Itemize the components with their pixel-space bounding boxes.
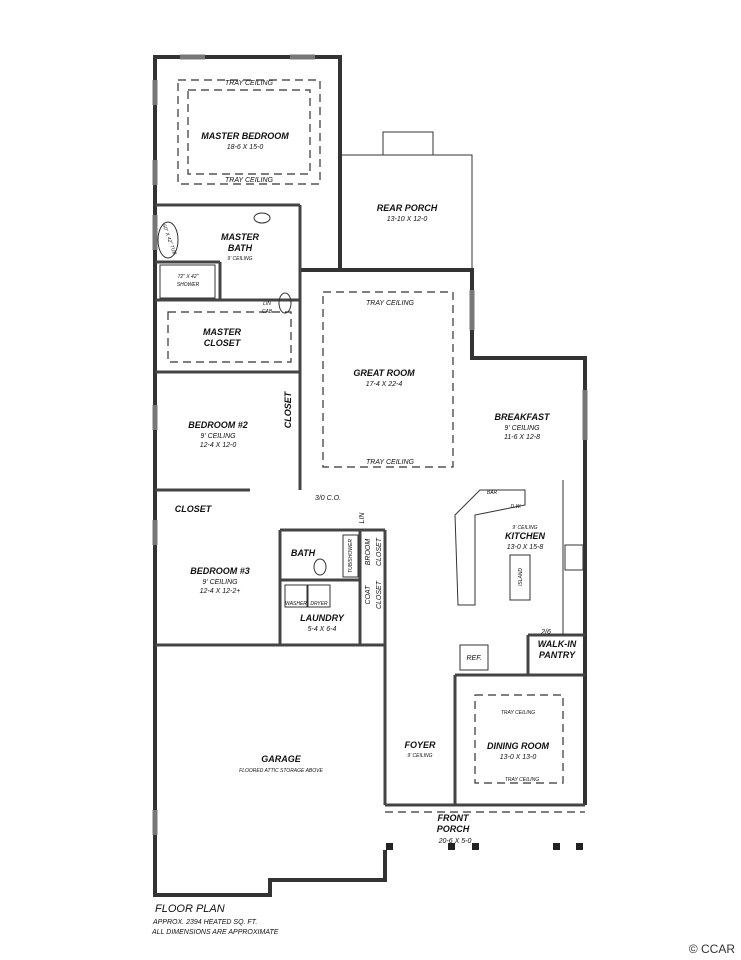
room-label: BEDROOM #3	[190, 566, 250, 576]
room-label: KITCHEN	[505, 531, 545, 541]
interior-walls	[155, 203, 585, 807]
room-label: LAUNDRY	[300, 613, 345, 623]
room-label: 13-0 X 13-0	[500, 754, 537, 761]
room-label: TRAY CEILING	[366, 300, 415, 307]
tray-ceiling-dining	[474, 694, 564, 784]
kitchen-bar-counter	[454, 489, 526, 606]
room-label: 9' CEILING	[407, 753, 432, 759]
room-label: MASTER	[203, 327, 242, 337]
room-label: DRYER	[310, 601, 328, 607]
exterior-walls	[152, 54, 588, 897]
room-label: CLOSET	[175, 504, 213, 514]
room-label: BAR	[487, 490, 498, 496]
room-label: TRAY CEILING	[225, 80, 274, 87]
room-label: WASHER	[285, 601, 307, 607]
room-label: 9' CEILING	[200, 433, 236, 440]
room-label: COAT	[365, 585, 372, 605]
room-label: BATH	[228, 243, 253, 253]
tray-ceiling-master	[177, 79, 321, 185]
room-label: 12-4 X 12-2+	[200, 588, 241, 595]
room-label: REAR PORCH	[377, 203, 438, 213]
tub-icon	[157, 221, 179, 259]
room-label: 2/6	[540, 629, 551, 636]
tub-shower-icon	[342, 534, 359, 578]
room-label: 18-6 X 15-0	[227, 144, 264, 151]
room-label: 9' CEILING	[504, 425, 540, 432]
room-label: PANTRY	[539, 650, 576, 660]
legend-note: ALL DIMENSIONS ARE APPROXIMATE	[151, 929, 279, 936]
room-label: TRAY CEILING	[366, 459, 415, 466]
tray-ceiling-great-room	[322, 291, 454, 468]
room-label: GREAT ROOM	[353, 368, 415, 378]
toilet-icon	[278, 292, 292, 314]
room-label: BROOM	[365, 539, 372, 566]
legend-area: APPROX. 2394 HEATED SQ. FT.	[152, 919, 257, 926]
room-label: CLOSET	[204, 338, 242, 348]
room-label: CAB	[262, 309, 273, 315]
room-label: BATH	[291, 548, 316, 558]
room-label: TRAY CEILING	[225, 177, 274, 184]
room-label: CLOSET	[376, 580, 383, 609]
room-label: TUB/SHOWER	[348, 539, 354, 573]
room-label: LIN	[359, 512, 366, 524]
room-label: BREAKFAST	[494, 412, 551, 422]
room-label: DINING ROOM	[487, 741, 550, 751]
kitchen-island	[509, 554, 531, 601]
room-label: MASTER	[221, 232, 260, 242]
room-label: 20-6 X 5-0	[438, 838, 472, 845]
ccar-logo: © CCAR	[688, 942, 735, 956]
room-label: WALK-IN	[538, 639, 577, 649]
room-label: FRONT	[438, 813, 470, 823]
room-label: SHOWER	[177, 282, 200, 288]
room-label: GARAGE	[261, 754, 301, 764]
room-label: CLOSET	[376, 537, 383, 566]
toilet-icon	[313, 558, 327, 576]
room-label: 13-10 X 12-0	[387, 216, 428, 223]
room-label: TRAY CEILING	[501, 710, 535, 716]
room-label: 9' CEILING	[512, 525, 537, 531]
sink-icon	[253, 212, 271, 224]
porch-columns	[386, 843, 583, 850]
range-icon	[564, 544, 584, 571]
room-label: 9' CEILING	[202, 579, 238, 586]
room-label: TRAY CEILING	[505, 777, 539, 783]
room-label: 5-4 X 6-4	[308, 626, 337, 633]
room-label: 9' CEILING	[227, 256, 252, 262]
shower-icon	[159, 264, 216, 299]
legend-title: FLOOR PLAN	[155, 903, 225, 915]
room-label: 60" X 42" TUB	[161, 224, 178, 257]
room-label: 13-0 X 15-8	[507, 544, 544, 551]
room-label: CLOSET	[283, 390, 293, 428]
dryer-icon	[307, 584, 331, 608]
room-label: 17-4 X 22-4	[366, 381, 403, 388]
room-label: FOYER	[404, 740, 436, 750]
room-label: 12-4 X 12-0	[200, 442, 237, 449]
room-label: PORCH	[437, 824, 470, 834]
room-label: 72" X 42"	[178, 274, 199, 280]
room-label: REF.	[466, 655, 481, 662]
room-label: D.W.	[511, 504, 522, 510]
room-label: 11-6 X 12-8	[504, 434, 540, 441]
room-label: ISLAND	[518, 568, 524, 586]
room-label: LIN	[263, 301, 271, 307]
washer-icon	[284, 584, 308, 608]
room-label: FLOORED ATTIC STORAGE ABOVE	[239, 768, 323, 774]
room-label: 3/0 C.O.	[315, 495, 341, 502]
room-label: BEDROOM #2	[188, 420, 248, 430]
room-label: MASTER BEDROOM	[201, 131, 289, 141]
